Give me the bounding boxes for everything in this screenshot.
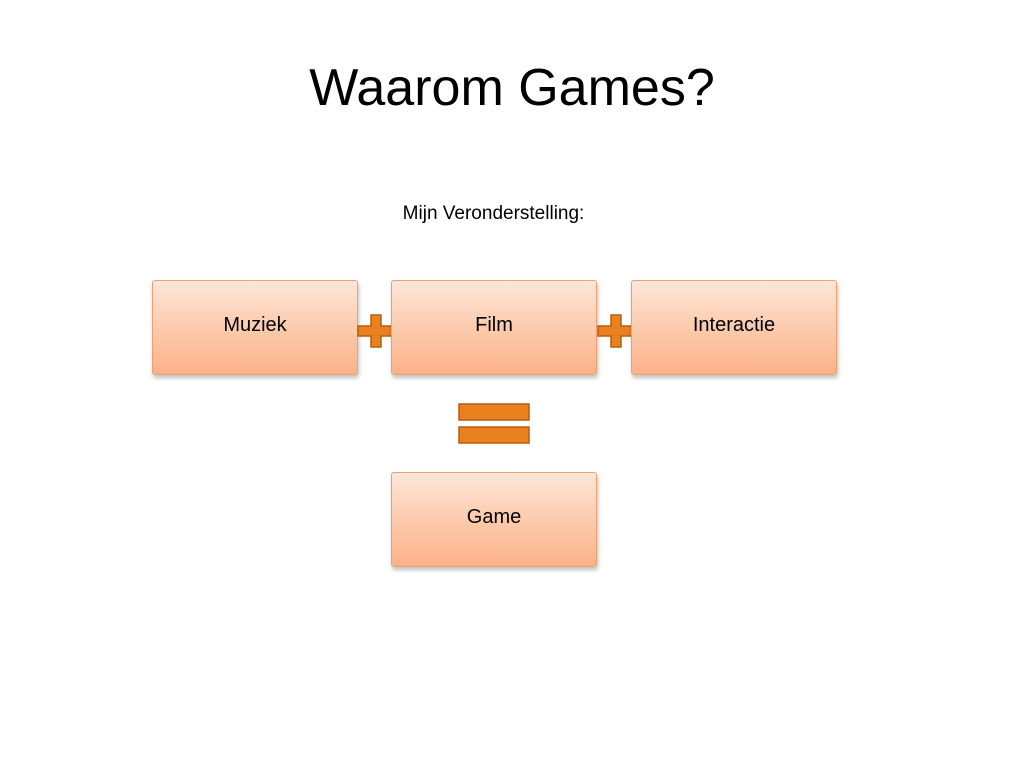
box-game: Game [391,472,597,567]
box-interactie: Interactie [631,280,837,375]
plus-icon [357,314,395,348]
box-film-label: Film [475,314,513,336]
box-film: Film [391,280,597,375]
slide-title: Waarom Games? [309,59,715,117]
equals-icon [458,403,530,444]
box-game-label: Game [466,506,522,528]
box-muziek-label: Muziek [223,314,287,336]
box-interactie-label: Interactie [692,314,776,336]
slide-subtitle: Mijn Veronderstelling: [402,203,585,224]
box-muziek: Muziek [152,280,358,375]
plus-icon [597,314,635,348]
